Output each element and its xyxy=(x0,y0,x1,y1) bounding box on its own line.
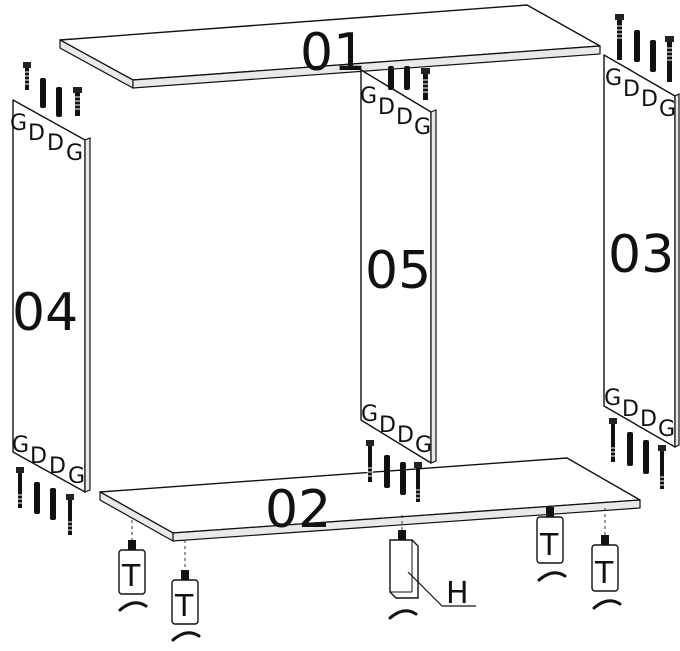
fitting-label: G xyxy=(12,433,29,458)
dowel-icon xyxy=(50,488,56,520)
foot-3: T xyxy=(536,507,567,582)
dowel-icon xyxy=(643,440,649,474)
panel-top-label: 01 xyxy=(300,23,366,83)
fitting-label: G xyxy=(68,464,85,489)
dowel-icon xyxy=(384,455,390,488)
foot-4: T xyxy=(591,508,622,610)
fitting-label: G xyxy=(66,141,83,166)
hardware-left-bottom xyxy=(16,467,74,535)
foot-label: T xyxy=(121,559,141,594)
panel-middle-label: 05 xyxy=(365,241,431,301)
foot-2: T xyxy=(171,540,201,642)
foot-label: T xyxy=(539,528,559,563)
dowel-icon xyxy=(634,30,640,62)
hardware-left-top xyxy=(23,62,82,117)
fitting-labels-right-top: G D D G xyxy=(605,66,676,122)
fitting-label: G xyxy=(360,84,377,109)
screw-icon xyxy=(665,36,674,82)
fitting-label: G xyxy=(658,417,675,442)
rotate-arrow-icon xyxy=(388,609,418,620)
screw-icon xyxy=(66,494,74,535)
dowel-icon xyxy=(56,87,62,117)
screw-icon xyxy=(609,418,617,462)
fitting-label: D xyxy=(47,131,64,156)
dowel-icon xyxy=(627,432,633,466)
fitting-labels-left-top: G D D G xyxy=(10,111,83,166)
screw-icon xyxy=(421,68,430,100)
fitting-labels-left-bottom: G D D G xyxy=(12,433,85,489)
fitting-label: D xyxy=(30,444,47,469)
panel-left-label: 04 xyxy=(12,283,78,343)
screw-icon xyxy=(16,467,24,508)
screw-icon xyxy=(73,87,82,116)
screw-icon xyxy=(366,440,374,482)
dowel-icon xyxy=(388,66,394,90)
fitting-label: G xyxy=(605,66,622,91)
panel-right-label: 03 xyxy=(608,225,674,285)
foot-label: T xyxy=(174,589,194,624)
screw-icon xyxy=(414,462,422,502)
fitting-label: D xyxy=(49,454,66,479)
fitting-label: D xyxy=(396,105,413,130)
hardware-right-bottom xyxy=(609,418,666,489)
panel-middle: 05 xyxy=(360,69,437,464)
fitting-label: D xyxy=(379,413,396,438)
fitting-label: D xyxy=(641,87,658,112)
dowel-icon xyxy=(404,66,410,90)
fitting-label: G xyxy=(414,115,431,140)
hardware-middle-bottom xyxy=(366,440,422,502)
fitting-label: G xyxy=(361,402,378,427)
fitting-label: D xyxy=(623,77,640,102)
center-support: H xyxy=(388,515,476,620)
panel-right: 03 xyxy=(603,54,680,448)
screw-icon xyxy=(615,14,624,60)
foot-label: T xyxy=(594,556,614,591)
dowel-icon xyxy=(650,40,656,72)
rotate-arrow-icon xyxy=(171,631,201,642)
dowel-icon xyxy=(40,78,46,108)
rotate-arrow-icon xyxy=(592,599,622,610)
hardware-right-top xyxy=(615,14,674,82)
fitting-labels-middle-bottom: G D D G xyxy=(361,402,432,458)
fitting-label: G xyxy=(415,433,432,458)
fitting-label: D xyxy=(28,121,45,146)
fitting-labels-right-bottom: G D D G xyxy=(604,386,675,442)
rotate-arrow-icon xyxy=(118,601,148,612)
panel-left: 04 xyxy=(12,99,91,493)
panel-top: 01 xyxy=(59,4,601,90)
fitting-label: G xyxy=(604,386,621,411)
screw-icon xyxy=(23,62,31,90)
fitting-labels-middle-top: G D D G xyxy=(360,84,431,140)
fitting-label: D xyxy=(397,423,414,448)
fitting-label: G xyxy=(10,111,27,136)
panel-bottom-label: 02 xyxy=(265,480,331,540)
dowel-icon xyxy=(400,462,406,495)
fitting-label: D xyxy=(622,397,639,422)
fitting-label: D xyxy=(378,95,395,120)
fitting-label: D xyxy=(640,407,657,432)
panel-bottom: 02 xyxy=(99,457,641,543)
screw-icon xyxy=(658,445,666,489)
dowel-icon xyxy=(34,482,40,514)
fitting-label: G xyxy=(659,97,676,122)
foot-1: T xyxy=(118,520,148,612)
rotate-arrow-icon xyxy=(537,571,567,582)
support-label: H xyxy=(446,576,469,611)
hardware-middle-top xyxy=(388,66,430,100)
